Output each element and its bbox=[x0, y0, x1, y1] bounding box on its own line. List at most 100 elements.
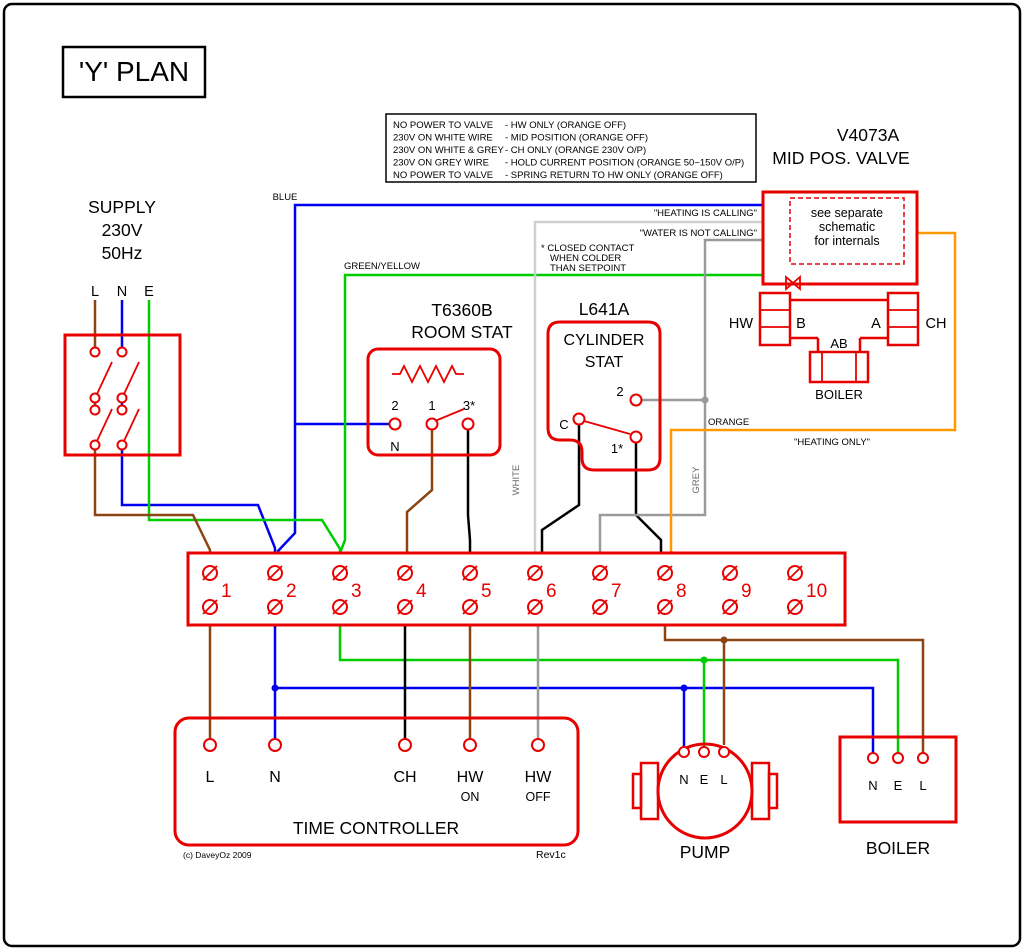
pump-terminal-l bbox=[718, 746, 730, 758]
valve-note-line2: schematic bbox=[819, 220, 875, 234]
time-controller-box bbox=[173, 716, 580, 847]
supply-title-line1: SUPPLY bbox=[88, 197, 156, 217]
valve-pipe-hw-label: HW bbox=[729, 316, 753, 332]
green-yellow-wire-label: GREEN/YELLOW bbox=[344, 261, 420, 272]
terminal-number: 2 bbox=[286, 581, 297, 602]
legend-row-result: - SPRING RETURN TO HW ONLY (ORANGE OFF) bbox=[505, 170, 723, 181]
cylstat-terminal-c-label: C bbox=[559, 417, 568, 432]
wires-grey bbox=[536, 238, 763, 745]
room-stat-box bbox=[366, 347, 502, 457]
boiler-n-label: N bbox=[868, 778, 877, 793]
blue-wire-label: BLUE bbox=[273, 192, 298, 203]
wire-valve-orange bbox=[669, 231, 957, 553]
boiler-e-label: E bbox=[894, 778, 903, 793]
switch-contact bbox=[89, 439, 101, 451]
switch-contact bbox=[116, 346, 128, 358]
supply-e-label: E bbox=[144, 284, 154, 300]
tc-terminal-hw-on bbox=[463, 738, 477, 752]
wire-neutral-bus bbox=[275, 686, 875, 753]
roomstat-name: ROOM STAT bbox=[411, 322, 513, 342]
junction-dot bbox=[700, 656, 708, 664]
terminal-number: 4 bbox=[416, 581, 427, 602]
page-title: 'Y' PLAN bbox=[79, 56, 189, 87]
legend-row-result: - MID POSITION (ORANGE OFF) bbox=[505, 133, 648, 144]
switch-contact bbox=[89, 404, 101, 416]
white-wire-label: WHITE bbox=[511, 465, 522, 496]
tc-hw-on-label: HW bbox=[457, 769, 485, 786]
red-structure bbox=[63, 190, 958, 847]
wires-black bbox=[403, 425, 663, 745]
tc-hw-on-sub-label: ON bbox=[461, 790, 480, 804]
valve-port-ab-label: AB bbox=[830, 336, 847, 351]
wire-valve-grey bbox=[598, 238, 763, 553]
cylstat-name-line2: STAT bbox=[585, 354, 624, 371]
tc-terminal-ch bbox=[398, 738, 412, 752]
tc-l-label: L bbox=[206, 769, 215, 786]
cylstat-terminal-1 bbox=[629, 430, 643, 444]
pump-e-label: E bbox=[700, 772, 709, 787]
grey-wire-label: GREY bbox=[691, 466, 702, 494]
terminal-strip-box bbox=[186, 551, 847, 627]
wire-valve-white bbox=[533, 220, 763, 553]
labels: 'Y' PLAN NO POWER TO VALVE - HW ONLY (OR… bbox=[79, 56, 947, 862]
supply-n-label: N bbox=[117, 284, 127, 300]
supply-switch-blades bbox=[96, 361, 140, 442]
valve-note-line3: for internals bbox=[814, 234, 879, 248]
pump-tab-right bbox=[767, 772, 779, 810]
valve-box bbox=[761, 190, 919, 286]
cylstat-model: L641A bbox=[579, 299, 630, 319]
boiler-title: BOILER bbox=[866, 838, 930, 858]
valve-pipe-boiler-label: BOILER bbox=[815, 387, 863, 402]
legend-box bbox=[385, 113, 757, 183]
valve-port-ab bbox=[808, 350, 870, 384]
boiler-box bbox=[838, 735, 958, 824]
switch-contact bbox=[89, 392, 101, 404]
junction-dot bbox=[701, 396, 709, 404]
tc-terminal-n bbox=[268, 738, 282, 752]
screw-slots bbox=[202, 565, 803, 615]
legend-row-result: - CH ONLY (ORANGE 230V O/P) bbox=[505, 145, 646, 156]
wires-orange bbox=[669, 231, 957, 553]
junction-dots-blue bbox=[271, 684, 688, 692]
valve-port-a-hatch bbox=[888, 309, 918, 328]
roomstat-terminal-2 bbox=[388, 417, 402, 431]
boiler-terminal-l bbox=[917, 752, 929, 764]
boiler-l-label: L bbox=[919, 778, 926, 793]
terminal-number: 1 bbox=[221, 581, 232, 602]
supply-box bbox=[63, 333, 182, 457]
legend-row-result: - HOLD CURRENT POSITION (ORANGE 50~150V … bbox=[505, 158, 744, 169]
valve-port-a-label: A bbox=[871, 316, 881, 332]
junction-dot bbox=[680, 684, 688, 692]
valve-port-ab-hatch bbox=[821, 352, 857, 382]
roomstat-terminal-2-label: 2 bbox=[391, 398, 398, 413]
supply-l-label: L bbox=[91, 284, 99, 300]
legend-row-condition: 230V ON GREY WIRE bbox=[393, 158, 489, 169]
wire-boiler-pump-live bbox=[663, 625, 925, 753]
wire-valve-earth bbox=[338, 273, 763, 554]
valve-port-b-hatch bbox=[760, 309, 790, 328]
pump-l-label: L bbox=[720, 772, 727, 787]
valve-internals-box bbox=[789, 197, 905, 265]
tc-n-label: N bbox=[269, 769, 281, 786]
valve-model: V4073A bbox=[837, 125, 900, 145]
thin-red-details bbox=[96, 275, 918, 615]
valve-name: MID POS. VALVE bbox=[772, 148, 909, 168]
roomstat-terminal-3 bbox=[461, 417, 475, 431]
terminal-number: 10 bbox=[806, 581, 827, 602]
heating-calling-note: "HEATING IS CALLING" bbox=[654, 208, 757, 219]
valve-lever-icon bbox=[785, 275, 801, 291]
switch-contact bbox=[116, 392, 128, 404]
junction-dots-grey bbox=[701, 396, 709, 404]
valve-port-b bbox=[758, 291, 792, 347]
valve-note-line1: see separate bbox=[811, 206, 883, 220]
wire-roomstat-demand bbox=[466, 430, 472, 553]
roomstat-terminal-1-label: 1 bbox=[428, 398, 435, 413]
terminal-number: 9 bbox=[741, 581, 752, 602]
pump-n-label: N bbox=[679, 772, 688, 787]
roomstat-model: T6360B bbox=[431, 300, 492, 320]
wire-roomstat-common bbox=[405, 430, 434, 553]
cylstat-switch-blade bbox=[583, 420, 631, 435]
junction-dots-brown bbox=[720, 636, 728, 644]
cylstat-terminal-c bbox=[572, 412, 586, 426]
